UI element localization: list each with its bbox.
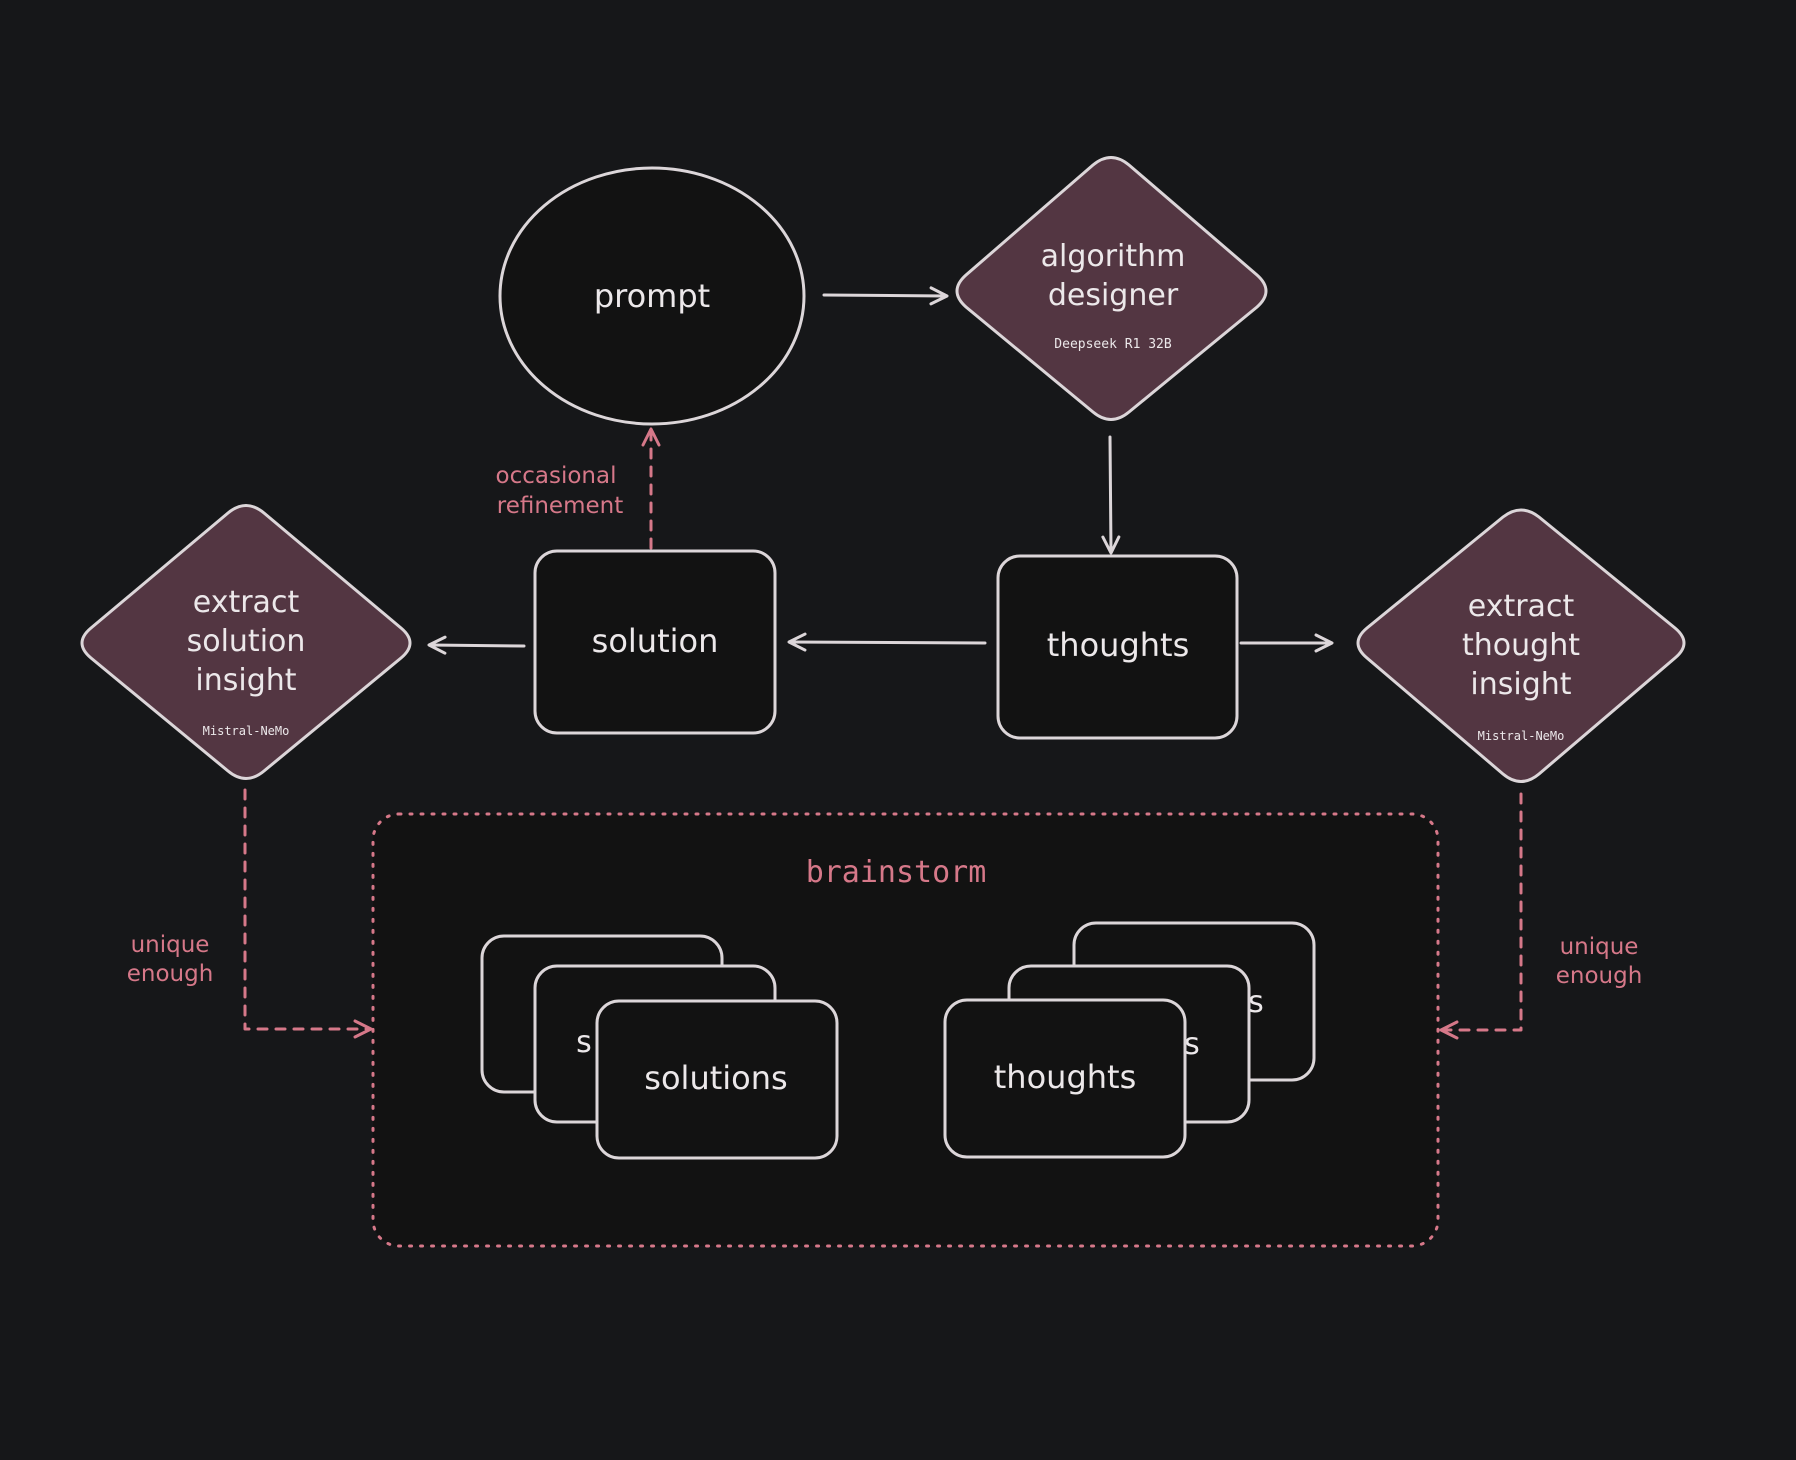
- occasional-refinement-line2: refinement: [497, 493, 623, 519]
- thoughts-card-label: thoughts: [994, 1058, 1137, 1096]
- algorithm-designer-label-line2: designer: [1048, 278, 1179, 313]
- arrow-extract-solution-to-brainstorm: [243, 788, 373, 1039]
- extract-solution-insight-model: Mistral-NeMo: [203, 724, 290, 738]
- extract-thought-insight-node: extract thought insight Mistral-NeMo: [1356, 508, 1686, 783]
- extract-solution-insight-line1: extract: [193, 585, 300, 620]
- arrow-extract-thought-to-brainstorm: [1439, 792, 1523, 1040]
- thoughts-card-middle-fragment: s: [1184, 1027, 1200, 1062]
- algorithm-designer-label-line1: algorithm: [1041, 239, 1186, 274]
- unique-enough-right-line1: unique: [1560, 934, 1639, 960]
- extract-solution-insight-line3: insight: [195, 663, 296, 698]
- arrow-thoughts-to-solution: [787, 632, 987, 652]
- occasional-refinement-label: occasional refinement: [496, 463, 624, 519]
- unique-enough-left-label: unique enough: [127, 932, 214, 987]
- prompt-label: prompt: [594, 277, 710, 315]
- extract-thought-insight-line2: thought: [1462, 628, 1580, 663]
- algorithm-designer-model: Deepseek R1 32B: [1054, 337, 1172, 352]
- extract-thought-insight-line1: extract: [1468, 589, 1575, 624]
- prompt-node: prompt: [498, 166, 806, 426]
- solution-node: solution: [533, 549, 777, 735]
- prompt-ellipse: [498, 166, 806, 426]
- thoughts-node: thoughts: [996, 554, 1239, 740]
- thoughts-stack: s s thoughts: [943, 921, 1316, 1159]
- thoughts-card-front: [943, 998, 1187, 1159]
- unique-enough-left-line1: unique: [131, 932, 210, 958]
- extract-thought-insight-model: Mistral-NeMo: [1478, 729, 1565, 743]
- thoughts-label: thoughts: [1047, 626, 1190, 664]
- thoughts-box: [996, 554, 1239, 740]
- unique-enough-left-line2: enough: [127, 961, 214, 987]
- algorithm-designer-node: algorithm designer Deepseek R1 32B: [955, 156, 1268, 421]
- solutions-card-front: [595, 999, 839, 1160]
- solutions-card-label: solutions: [644, 1059, 787, 1097]
- extract-thought-insight-line3: insight: [1470, 667, 1571, 702]
- extract-thought-insight-diamond: [1356, 508, 1686, 783]
- solutions-stack: s solutions: [480, 934, 839, 1160]
- extract-solution-insight-node: extract solution insight Mistral-NeMo: [80, 504, 412, 780]
- occasional-refinement-line1: occasional: [496, 463, 617, 489]
- algorithm-designer-diamond: [955, 156, 1268, 421]
- arrow-solution-to-extract-solution: [427, 635, 526, 655]
- unique-enough-right-label: unique enough: [1556, 934, 1643, 989]
- arrow-designer-to-thoughts: [1101, 435, 1121, 555]
- unique-enough-right-line2: enough: [1556, 963, 1643, 989]
- solution-label: solution: [592, 622, 719, 660]
- brainstorm-group: brainstorm s solutions s s thoughts: [371, 812, 1440, 1248]
- brainstorm-title: brainstorm: [806, 855, 987, 890]
- extract-solution-insight-line2: solution: [187, 624, 306, 659]
- solution-box: [533, 549, 777, 735]
- arrow-prompt-to-designer: [822, 286, 949, 306]
- solutions-card-middle-fragment: s: [576, 1025, 592, 1060]
- extract-solution-insight-diamond: [80, 504, 412, 780]
- thoughts-card-back-fragment: s: [1248, 985, 1264, 1020]
